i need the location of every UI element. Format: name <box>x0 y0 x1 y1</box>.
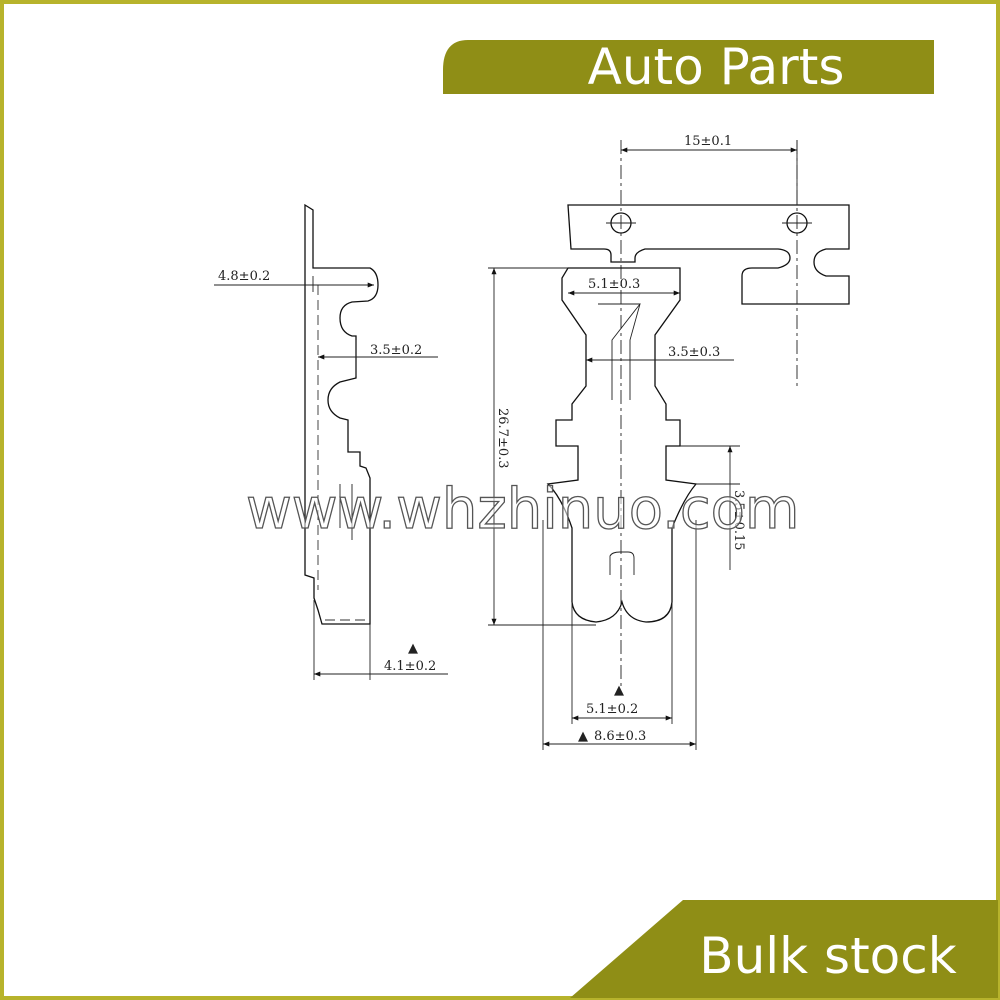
front-dim-3-5-15-label: 3.5±0.15 <box>731 490 746 551</box>
bottom-banner <box>570 900 998 998</box>
terminal-inner-slot <box>598 303 641 575</box>
front-view: 15±0.1 5.1±0.3 3.5±0.3 26.7±0.3 3.5±0.15… <box>488 134 850 750</box>
side-dim-3-5-label: 3.5±0.2 <box>370 343 422 358</box>
carrier-strip <box>567 204 850 305</box>
side-dim-4-1-label: 4.1±0.2 <box>384 659 436 674</box>
front-dim-5-1-bot-marker: ▲ <box>614 683 624 698</box>
top-banner-label: Auto Parts <box>588 38 845 96</box>
top-banner <box>443 40 934 94</box>
watermark: www.whzhinuo.com <box>246 477 799 542</box>
front-dim-5-1-bot-label: 5.1±0.2 <box>586 702 638 717</box>
bottom-banner-label: Bulk stock <box>699 927 956 985</box>
side-view: 4.8±0.2 3.5±0.2 ▲ 4.1±0.2 <box>214 203 448 680</box>
side-dim-4-1-marker: ▲ <box>408 641 418 656</box>
side-view-center-line <box>339 484 353 540</box>
front-dim-8-6-marker: ▲ <box>578 729 588 744</box>
side-dim-4-8-label: 4.8±0.2 <box>218 269 270 284</box>
front-dim-3-5-label: 3.5±0.3 <box>668 345 720 360</box>
front-dim-8-6-label: 8.6±0.3 <box>594 729 646 744</box>
front-dim-5-1-top-label: 5.1±0.3 <box>588 277 640 292</box>
terminal-body <box>546 267 698 623</box>
front-dim-26-7-label: 26.7±0.3 <box>495 408 510 469</box>
side-view-outline <box>304 203 379 625</box>
front-dim-15-label: 15±0.1 <box>684 134 732 149</box>
